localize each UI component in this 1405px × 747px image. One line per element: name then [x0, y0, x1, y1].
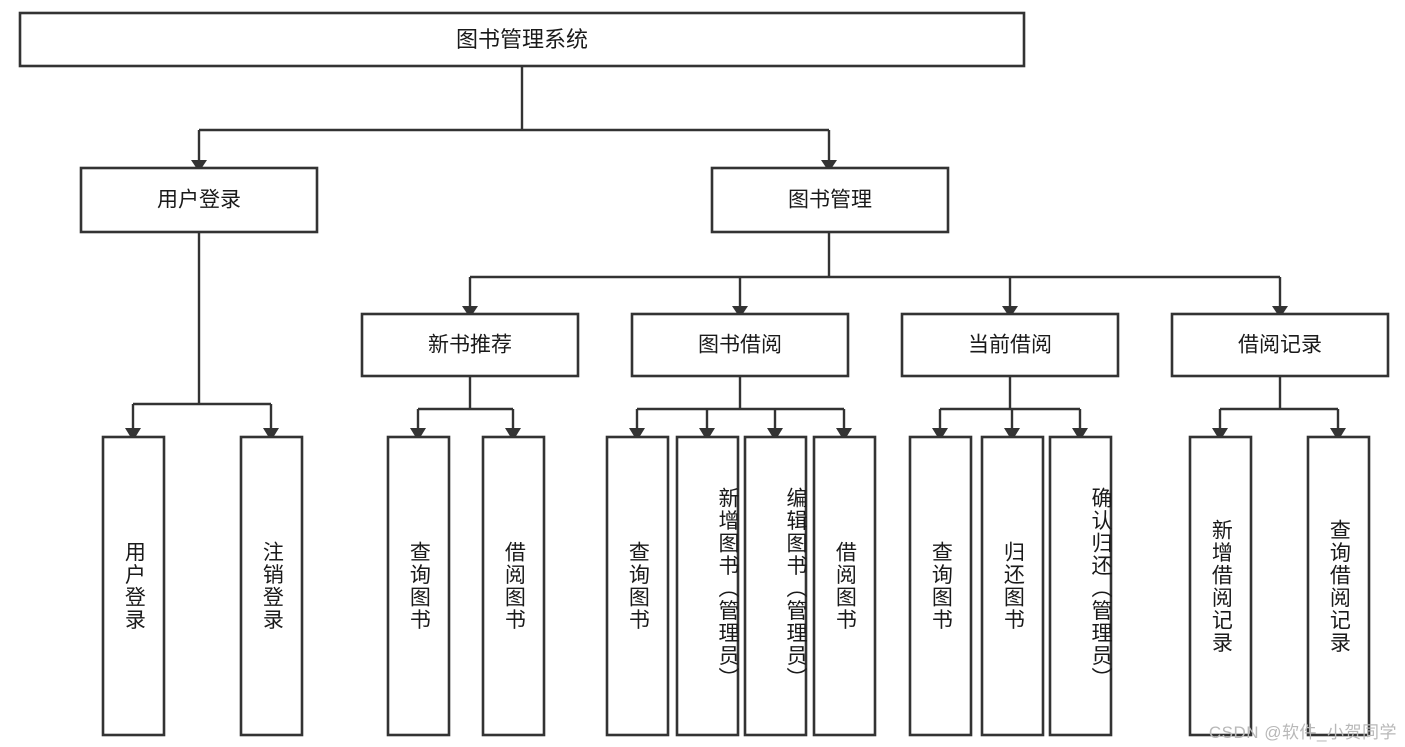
- node-root-box[interactable]: [18, 11, 1026, 68]
- node-label: 借阅记录: [1238, 334, 1322, 357]
- arrow-icon: [1330, 428, 1346, 441]
- node-current-borrow[interactable]: 当前借阅: [900, 312, 1120, 378]
- arrow-icon: [732, 306, 748, 318]
- node-borrow-record[interactable]: 借阅记录: [1170, 312, 1390, 378]
- edge-books-bus: [468, 232, 1282, 306]
- node-label: 图书管理: [788, 189, 872, 212]
- node-box[interactable]: [630, 312, 850, 378]
- arrow-icon: [505, 428, 521, 441]
- node-box[interactable]: [360, 312, 580, 378]
- arrow-icon: [191, 160, 207, 172]
- arrow-icon: [629, 428, 645, 441]
- leaf-box-add-record[interactable]: [1188, 435, 1253, 737]
- node-new-book-recommend[interactable]: 新书推荐: [360, 312, 580, 378]
- leaf-box-return-book[interactable]: [980, 435, 1045, 737]
- arrow-icon: [767, 428, 783, 441]
- edge-borrow-bus: [635, 376, 846, 429]
- leaf-box-query-book-2[interactable]: [605, 435, 670, 737]
- arrow-icon: [1072, 428, 1088, 441]
- arrow-icon: [1002, 306, 1018, 318]
- node-root-label: 图书管理系统: [456, 27, 588, 52]
- leaf-box-borrow-book-2[interactable]: [812, 435, 877, 737]
- leaf-box-group: [101, 435, 1371, 737]
- arrow-icon: [125, 428, 141, 441]
- leaf-box-edit-book[interactable]: [743, 435, 808, 737]
- edge-login-bus: [131, 232, 273, 428]
- watermark-text: CSDN @软件_小贺同学: [1208, 723, 1397, 742]
- node-label: 新书推荐: [428, 334, 512, 357]
- node-book-borrow[interactable]: 图书借阅: [630, 312, 850, 378]
- node-label: 当前借阅: [968, 334, 1052, 357]
- edge-current-bus: [938, 376, 1082, 429]
- edge-group: [131, 66, 1340, 429]
- leaf-box-query-record[interactable]: [1306, 435, 1371, 737]
- node-book-management[interactable]: 图书管理: [710, 166, 950, 234]
- node-box[interactable]: [710, 166, 950, 234]
- leaf-box-query-book-1[interactable]: [386, 435, 451, 737]
- edge-root-trunk: [197, 66, 831, 160]
- leaf-box-logout[interactable]: [239, 435, 304, 737]
- node-label: 图书借阅: [698, 334, 782, 357]
- leaf-box-borrow-book-1[interactable]: [481, 435, 546, 737]
- leaf-box-confirm-return[interactable]: [1048, 435, 1113, 737]
- node-box[interactable]: [1170, 312, 1390, 378]
- edge-newbook-bus: [416, 376, 515, 429]
- arrow-icon: [410, 428, 426, 441]
- arrow-icon: [821, 160, 837, 172]
- arrowhead-group: [125, 160, 1346, 441]
- arrow-icon: [1004, 428, 1020, 441]
- leaf-box-add-book[interactable]: [675, 435, 740, 737]
- leaf-box-query-book-3[interactable]: [908, 435, 973, 737]
- leaf-box-user-login[interactable]: [101, 435, 166, 737]
- arrow-icon: [699, 428, 715, 441]
- arrow-icon: [462, 306, 478, 318]
- edge-record-bus: [1218, 376, 1340, 429]
- node-box[interactable]: [79, 166, 319, 234]
- arrow-icon: [932, 428, 948, 441]
- node-user-login[interactable]: 用户登录: [79, 166, 319, 234]
- arrow-icon: [1272, 306, 1288, 318]
- arrow-icon: [263, 428, 279, 441]
- arrow-icon: [836, 428, 852, 441]
- node-box[interactable]: [900, 312, 1120, 378]
- node-label: 用户登录: [157, 189, 241, 212]
- node-root[interactable]: 图书管理系统: [18, 11, 1026, 68]
- arrow-icon: [1212, 428, 1228, 441]
